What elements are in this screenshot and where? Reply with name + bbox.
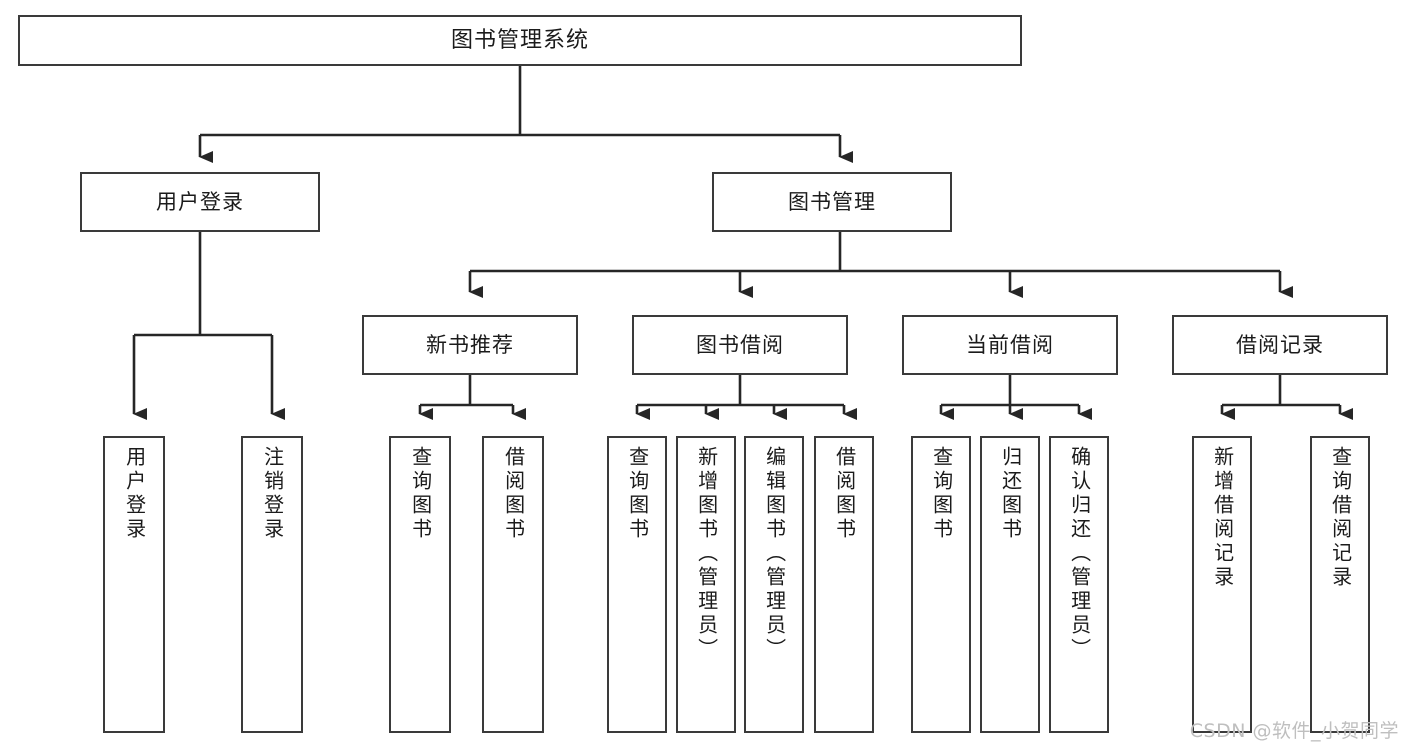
- leaf-current-borrow-confirm-return-label: 确认归还（管理员）: [1067, 446, 1092, 662]
- leaf-new-book-query-book[interactable]: 查询图书: [389, 436, 451, 733]
- node-root-label: 图书管理系统: [450, 27, 589, 53]
- leaf-book-borrow-edit-book[interactable]: 编辑图书（管理员）: [744, 436, 804, 733]
- node-user-login-label: 用户登录: [156, 189, 244, 214]
- leaf-current-borrow-return-book-label: 归还图书: [998, 446, 1023, 542]
- leaf-borrow-record-add-record[interactable]: 新增借阅记录: [1192, 436, 1252, 733]
- leaf-borrow-record-query-record[interactable]: 查询借阅记录: [1310, 436, 1370, 733]
- leaf-current-borrow-query-book[interactable]: 查询图书: [911, 436, 971, 733]
- watermark: CSDN @软件_小贺同学: [1189, 720, 1399, 742]
- leaf-borrow-record-add-record-label: 新增借阅记录: [1210, 446, 1235, 590]
- node-borrow-record-label: 借阅记录: [1236, 332, 1324, 357]
- leaf-borrow-record-query-record-label: 查询借阅记录: [1328, 446, 1353, 590]
- leaf-current-borrow-return-book[interactable]: 归还图书: [980, 436, 1040, 733]
- leaf-book-borrow-query-book-label: 查询图书: [625, 446, 650, 542]
- leaf-user-login-login[interactable]: 用户登录: [103, 436, 165, 733]
- leaf-current-borrow-confirm-return[interactable]: 确认归还（管理员）: [1049, 436, 1109, 733]
- leaf-new-book-borrow-book[interactable]: 借阅图书: [482, 436, 544, 733]
- node-book-borrow-label: 图书借阅: [696, 332, 784, 357]
- leaf-user-login-login-label: 用户登录: [122, 446, 147, 542]
- node-current-borrow[interactable]: 当前借阅: [902, 315, 1118, 375]
- node-book-borrow[interactable]: 图书借阅: [632, 315, 848, 375]
- leaf-book-borrow-query-book[interactable]: 查询图书: [607, 436, 667, 733]
- node-book-management[interactable]: 图书管理: [712, 172, 952, 232]
- leaf-book-borrow-add-book[interactable]: 新增图书（管理员）: [676, 436, 736, 733]
- node-new-book-recommend-label: 新书推荐: [426, 332, 514, 357]
- leaf-user-login-logout[interactable]: 注销登录: [241, 436, 303, 733]
- leaf-book-borrow-borrow-book-label: 借阅图书: [832, 446, 857, 542]
- leaf-book-borrow-borrow-book[interactable]: 借阅图书: [814, 436, 874, 733]
- leaf-user-login-logout-label: 注销登录: [260, 446, 285, 542]
- leaf-current-borrow-query-book-label: 查询图书: [929, 446, 954, 542]
- leaf-book-borrow-edit-book-label: 编辑图书（管理员）: [762, 446, 787, 662]
- node-current-borrow-label: 当前借阅: [966, 332, 1054, 357]
- node-user-login[interactable]: 用户登录: [80, 172, 320, 232]
- node-book-management-label: 图书管理: [788, 189, 876, 214]
- leaf-new-book-borrow-book-label: 借阅图书: [501, 446, 526, 542]
- leaf-new-book-query-book-label: 查询图书: [408, 446, 433, 542]
- node-root[interactable]: 图书管理系统: [18, 15, 1022, 66]
- leaf-book-borrow-add-book-label: 新增图书（管理员）: [694, 446, 719, 662]
- node-borrow-record[interactable]: 借阅记录: [1172, 315, 1388, 375]
- node-new-book-recommend[interactable]: 新书推荐: [362, 315, 578, 375]
